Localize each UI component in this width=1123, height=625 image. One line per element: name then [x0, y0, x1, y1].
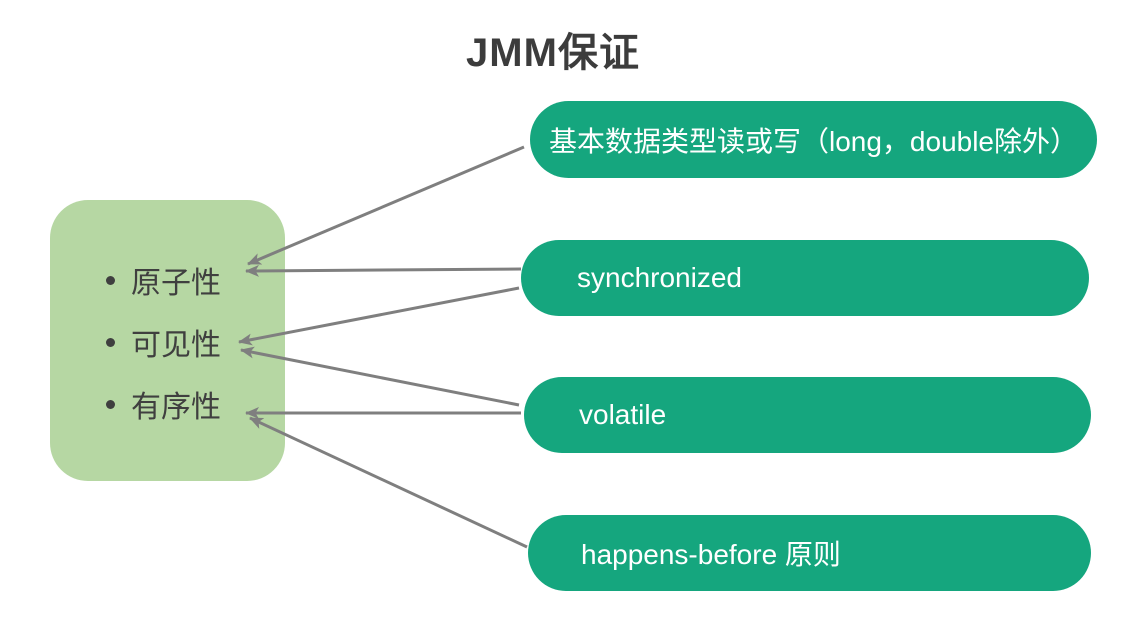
pill-basic-type-read-write: 基本数据类型读或写（long，double除外）: [530, 101, 1097, 178]
pill-label: synchronized: [577, 262, 742, 293]
guarantees-box: 原子性 可见性 有序性: [50, 200, 285, 481]
pill-happens-before: happens-before 原则: [528, 515, 1091, 591]
list-item-visibility: 可见性: [106, 322, 221, 362]
list-item-label: 有序性: [131, 391, 221, 424]
list-item-label: 可见性: [131, 329, 221, 362]
arrow-to-原子性: [247, 145, 525, 266]
pill-synchronized: synchronized: [521, 240, 1089, 316]
guarantees-list: 原子性 可见性 有序性: [106, 260, 221, 446]
list-item-ordering: 有序性: [106, 384, 221, 424]
pill-volatile: volatile: [524, 377, 1091, 453]
pill-label: 基本数据类型读或写（long，double除外）: [548, 125, 1079, 157]
pill-label: volatile: [579, 399, 667, 430]
page-title: JMM保证: [466, 31, 640, 75]
bullet-icon: [106, 275, 115, 285]
bullet-icon: [106, 337, 115, 347]
list-item-atomicity: 原子性: [106, 260, 221, 300]
arrow-to-原子性: [245, 264, 522, 277]
pill-label: happens-before 原则: [581, 539, 841, 570]
arrow-to-有序性: [249, 416, 528, 549]
list-item-label: 原子性: [131, 267, 221, 300]
bullet-icon: [106, 399, 115, 409]
